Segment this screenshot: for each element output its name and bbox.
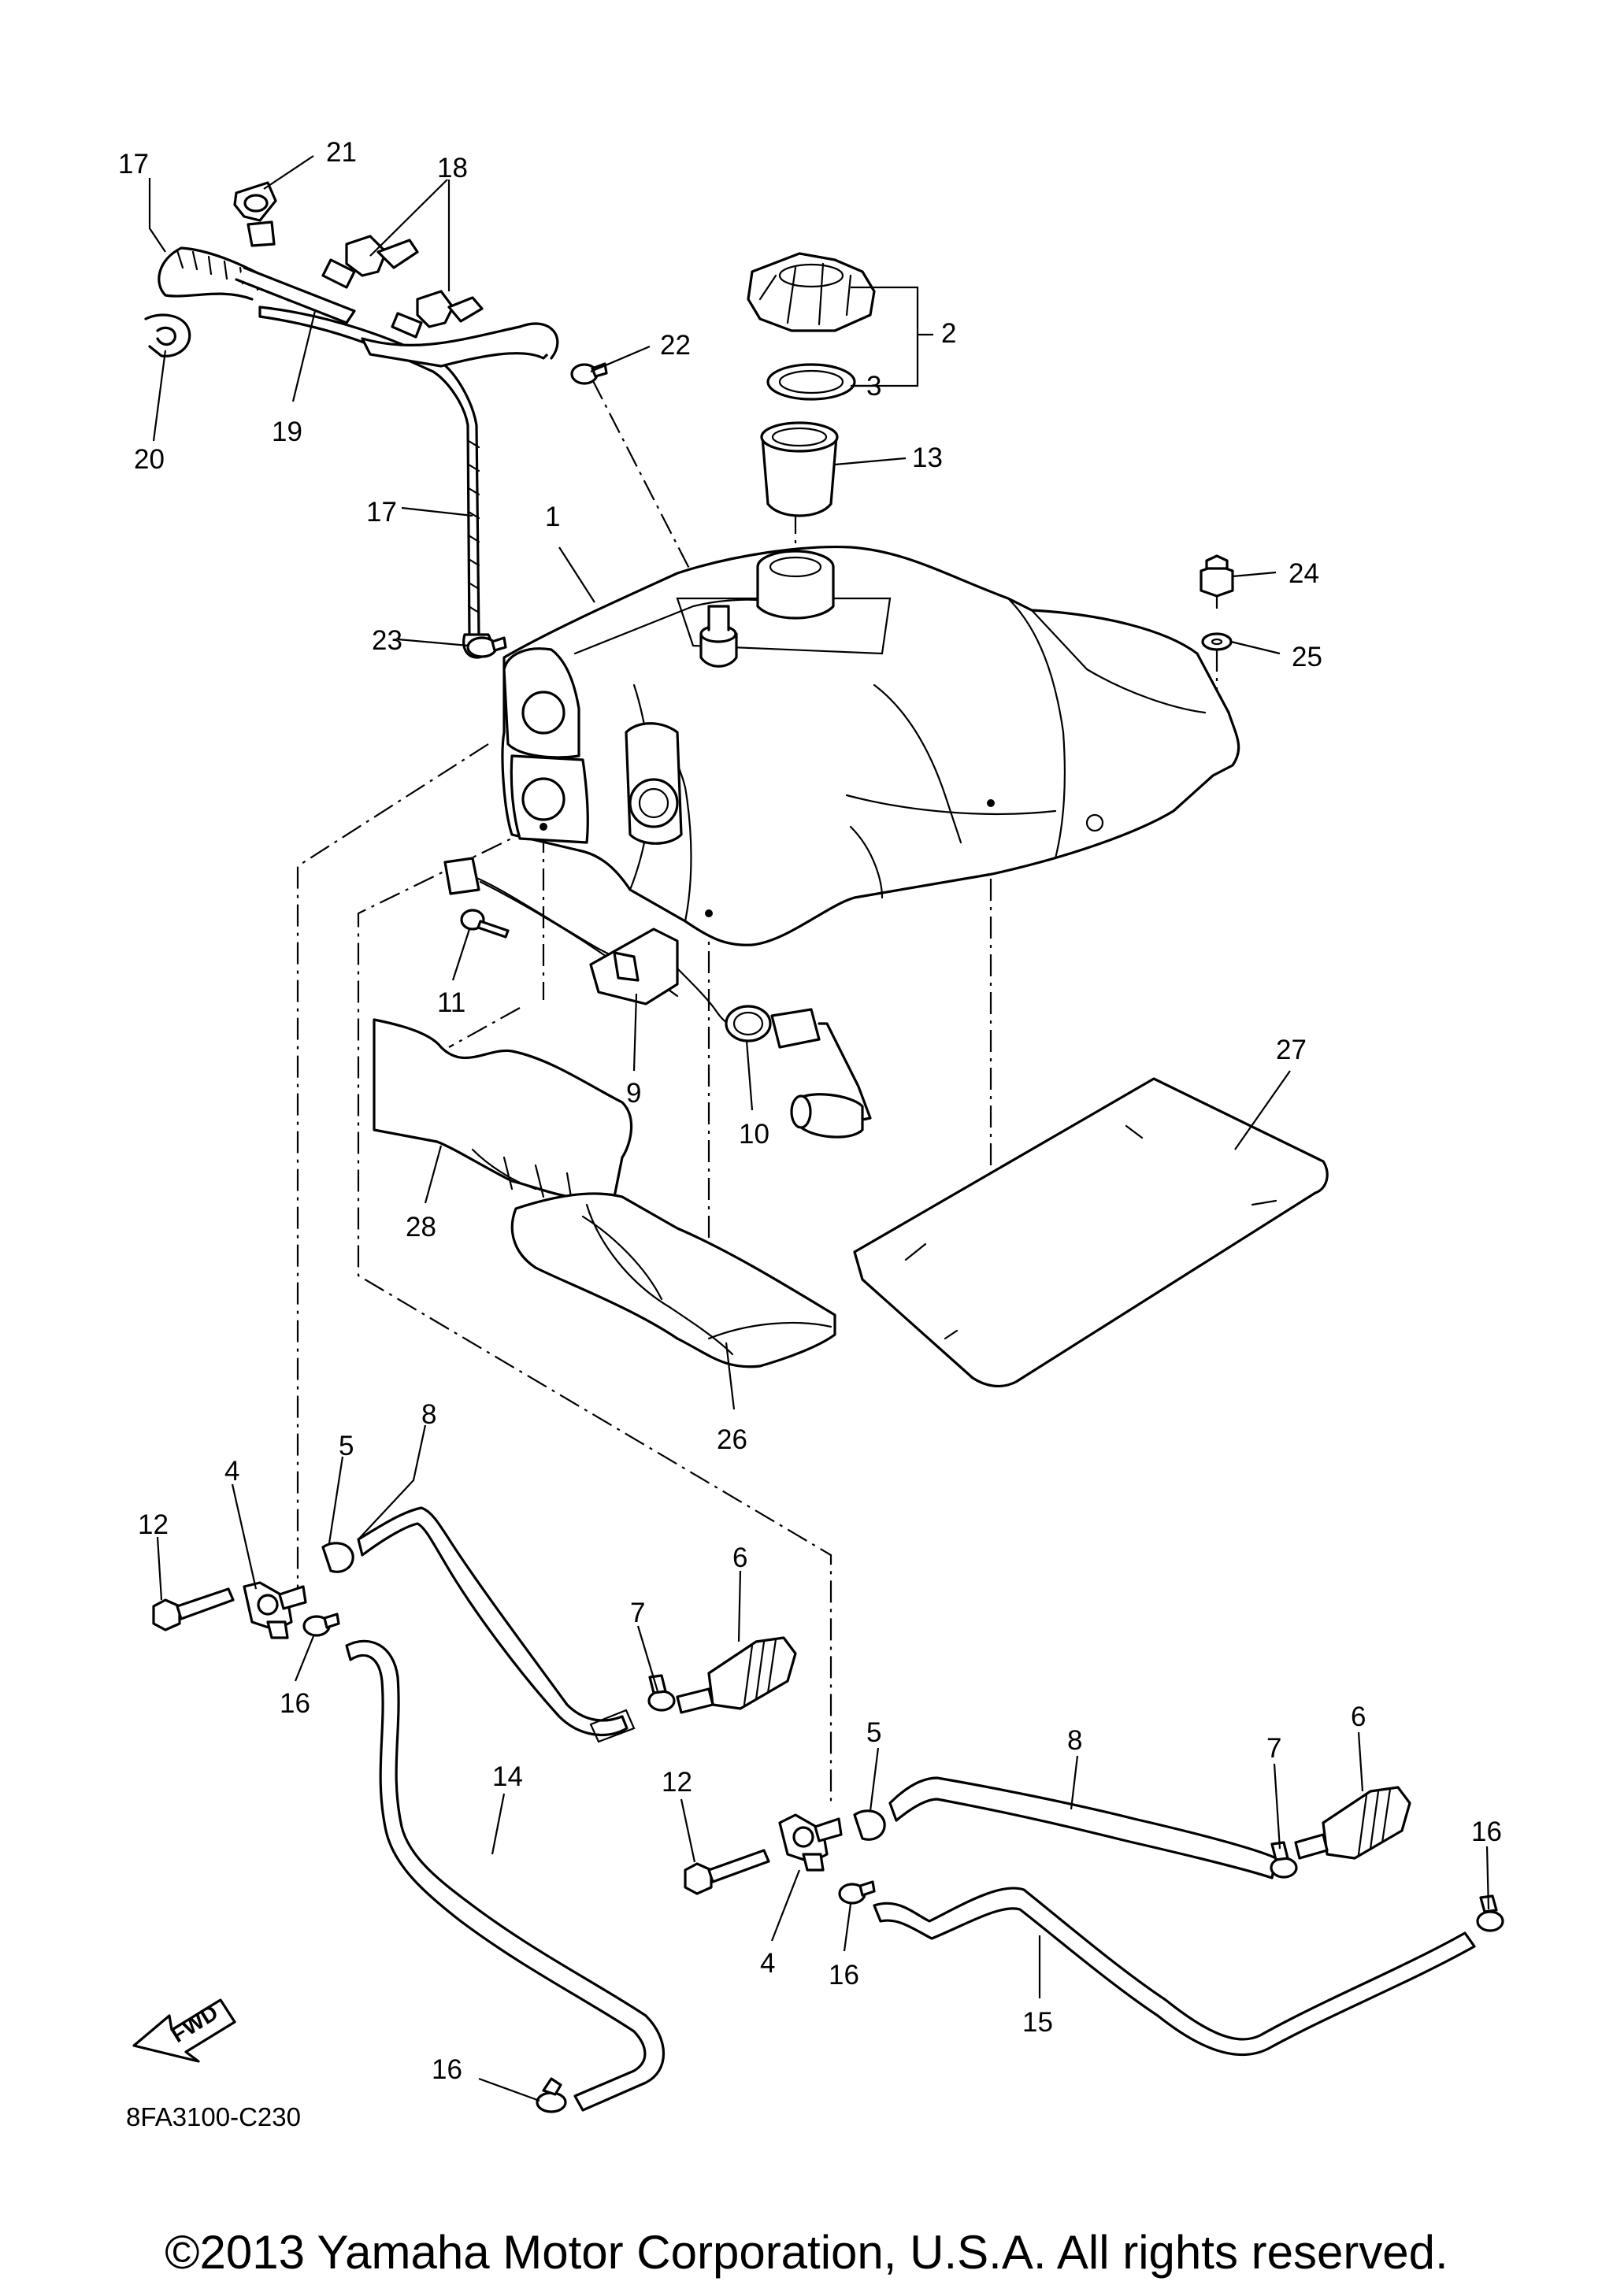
callout-16-bottom: 16 [432,2054,462,2085]
fuel-strainer[interactable] [760,421,839,517]
callout-2: 2 [941,318,956,349]
fuel-tank-guard[interactable] [510,1192,836,1368]
fuel-cock-right[interactable] [778,1813,843,1872]
forward-direction-arrow: FWD [132,1998,236,2063]
callout-3: 3 [866,371,881,402]
callout-5-right: 5 [866,1717,881,1748]
callout-17: 17 [118,149,149,180]
fuel-sender-plate[interactable] [589,928,758,1033]
callout-27: 27 [1276,1035,1307,1065]
fuel-tank[interactable] [501,546,1240,946]
callout-4-right: 4 [760,1948,775,1979]
hose-clip-bottom[interactable] [536,2077,567,2113]
callout-8-left: 8 [421,1399,436,1430]
fuel-cap[interactable] [747,252,876,332]
callout-6-left: 6 [732,1542,747,1573]
callout-12-right: 12 [662,1767,692,1798]
callout-12-left: 12 [138,1509,169,1540]
callout-16-left: 16 [280,1688,310,1719]
callout-7-left: 7 [630,1598,645,1628]
callout-17-lower: 17 [366,497,397,528]
hose-clip-far-right[interactable] [1476,1894,1504,1932]
fuel-filter-right[interactable] [1294,1786,1411,1860]
callout-16-right: 16 [829,1960,859,1990]
bolt-right[interactable] [684,1849,770,1895]
callout-19: 19 [272,417,302,447]
fuel-hose-left[interactable] [357,1506,636,1743]
return-hose-left[interactable] [345,1639,665,2112]
clamp-22[interactable] [570,362,608,385]
callout-10: 10 [739,1119,769,1150]
callout-25: 25 [1292,642,1322,672]
callout-20: 20 [134,444,165,475]
callout-7-right: 7 [1266,1733,1281,1764]
hose-joint-left[interactable] [321,1542,354,1573]
callout-28: 28 [406,1212,436,1242]
callout-24: 24 [1289,558,1319,589]
return-hose-right[interactable] [873,1887,1476,2057]
heat-shield[interactable] [373,1018,633,1201]
skid-plate[interactable] [853,1077,1329,1388]
callout-21: 21 [326,137,357,168]
sender-screw[interactable] [460,909,510,939]
hose-clamp-lower[interactable] [144,313,191,357]
callout-15: 15 [1022,2007,1053,2038]
hose-clip-left-lower[interactable] [302,1613,340,1637]
callout-26: 26 [717,1424,747,1455]
clamp-23[interactable] [466,636,507,658]
hose-clip-right-upper[interactable] [1270,1841,1298,1879]
tank-bolt[interactable] [1200,554,1234,598]
callout-9: 9 [626,1078,641,1109]
fuel-cock-left[interactable] [243,1581,307,1639]
callout-labels: 17 21 18 20 19 22 2 3 13 17 1 24 25 23 1… [118,137,1502,2131]
hose-clip-right-lower[interactable] [838,1880,876,1905]
breather-valve-lower[interactable] [391,290,484,339]
callout-16-far-right: 16 [1471,1816,1502,1847]
hose-joint-right[interactable] [853,1809,886,1841]
breather-valve-upper[interactable] [321,235,419,289]
callout-8-right: 8 [1067,1725,1082,1756]
diagram-code: 8FA3100-C230 [126,2102,301,2131]
fuel-filter-left[interactable] [676,1636,797,1714]
callout-13: 13 [912,443,943,473]
fuel-cap-gasket[interactable] [766,363,856,401]
callout-18: 18 [437,153,468,183]
fuel-hose-right[interactable] [888,1776,1277,1879]
reference-dots [540,799,995,917]
callout-14: 14 [492,1761,523,1792]
callout-4-left: 4 [224,1456,239,1487]
callout-1: 1 [545,502,560,532]
leader-lines [148,155,1490,2102]
breather-hose-assembly[interactable] [158,246,559,659]
callout-11: 11 [437,987,465,1018]
callout-22: 22 [660,330,691,361]
callout-6-right: 6 [1351,1702,1366,1732]
callout-5-left: 5 [339,1431,354,1461]
fuel-sender-float[interactable] [725,1005,872,1139]
hose-clip-left-upper[interactable] [647,1674,676,1712]
hose-clamp-upper[interactable] [233,181,277,247]
bolt-left[interactable] [152,1587,235,1631]
tank-washer[interactable] [1201,632,1233,651]
copyright-notice: ©2013 Yamaha Motor Corporation, U.S.A. A… [165,2226,1448,2279]
callout-23: 23 [372,625,402,656]
